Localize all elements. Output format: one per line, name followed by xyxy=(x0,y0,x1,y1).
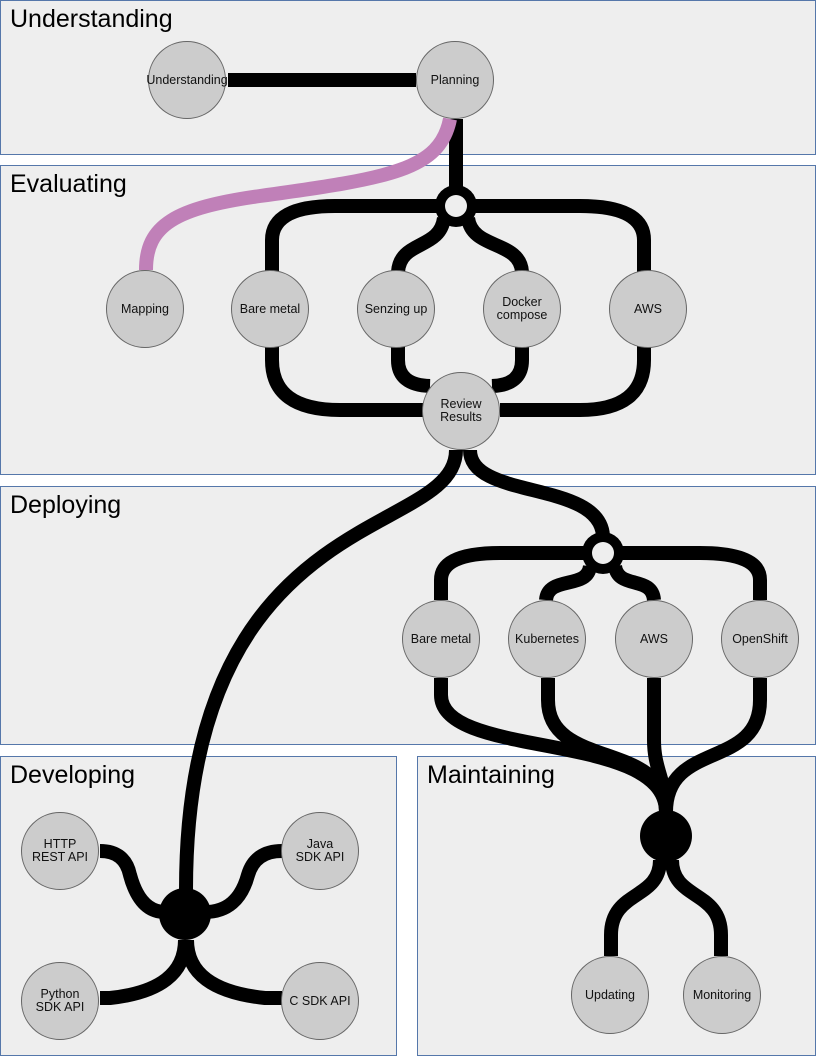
node-senzing-up[interactable]: Senzing up xyxy=(357,270,435,348)
wire-devhub-python xyxy=(100,939,192,1005)
node-deploy-aws[interactable]: AWS xyxy=(615,600,693,678)
wire-devhub-java xyxy=(204,844,283,919)
wire-review-devhub xyxy=(179,449,463,891)
node-kubernetes[interactable]: Kubernetes xyxy=(508,600,586,678)
node-mapping[interactable]: Mapping xyxy=(106,270,184,348)
node-monitoring[interactable]: Monitoring xyxy=(683,956,761,1034)
wire-evalhub-senzing xyxy=(391,216,451,274)
wire-evalhub-docker xyxy=(461,216,529,274)
wire-evalhub-baremetal xyxy=(265,199,440,272)
panel-title-developing: Developing xyxy=(10,761,136,789)
wire-review-deployhub xyxy=(463,448,610,538)
wire-evalhub-aws xyxy=(472,199,651,272)
wire-deployhub-openshift xyxy=(620,546,767,600)
node-java-sdk-api[interactable]: Java SDK API xyxy=(281,812,359,890)
wire-aws-review xyxy=(500,346,651,417)
panel-title-deploying: Deploying xyxy=(10,491,122,519)
wire-deployhub-kubernetes xyxy=(539,564,597,602)
node-docker-compose[interactable]: Docker compose xyxy=(483,270,561,348)
eval-split-hub-hole xyxy=(445,195,467,217)
wire-deployhub-baremetal xyxy=(434,546,585,600)
node-planning[interactable]: Planning xyxy=(416,41,494,119)
wire-deployhub-aws xyxy=(608,564,661,602)
wire-senzing-review xyxy=(391,346,431,393)
wire-docker-review xyxy=(491,346,529,393)
developing-hub xyxy=(159,888,211,940)
wire-devhub-http xyxy=(99,844,166,919)
panel-title-maintaining: Maintaining xyxy=(427,761,555,789)
maintaining-hub xyxy=(640,810,692,862)
wire-mainthub-updating xyxy=(604,859,667,956)
wire-baremetal-review xyxy=(265,346,424,417)
node-deploy-bare-metal[interactable]: Bare metal xyxy=(402,600,480,678)
wire-devhub-c xyxy=(180,939,282,1005)
panel-title-understanding: Understanding xyxy=(10,5,173,33)
wire-mainthub-monitoring xyxy=(665,859,728,956)
panel-title-evaluating: Evaluating xyxy=(10,170,127,198)
node-review-results[interactable]: Review Results xyxy=(422,372,500,450)
node-eval-bare-metal[interactable]: Bare metal xyxy=(231,270,309,348)
node-c-sdk-api[interactable]: C SDK API xyxy=(281,962,359,1040)
node-updating[interactable]: Updating xyxy=(571,956,649,1034)
wire-planning-mapping xyxy=(139,117,457,271)
wire-openshift-mainthub xyxy=(659,678,767,813)
deploy-split-hub-hole xyxy=(592,542,614,564)
node-understanding[interactable]: Understanding xyxy=(146,41,228,119)
node-openshift[interactable]: OpenShift xyxy=(721,600,799,678)
node-http-rest-api[interactable]: HTTP REST API xyxy=(21,812,99,890)
node-python-sdk-api[interactable]: Python SDK API xyxy=(21,962,99,1040)
node-eval-aws[interactable]: AWS xyxy=(609,270,687,348)
